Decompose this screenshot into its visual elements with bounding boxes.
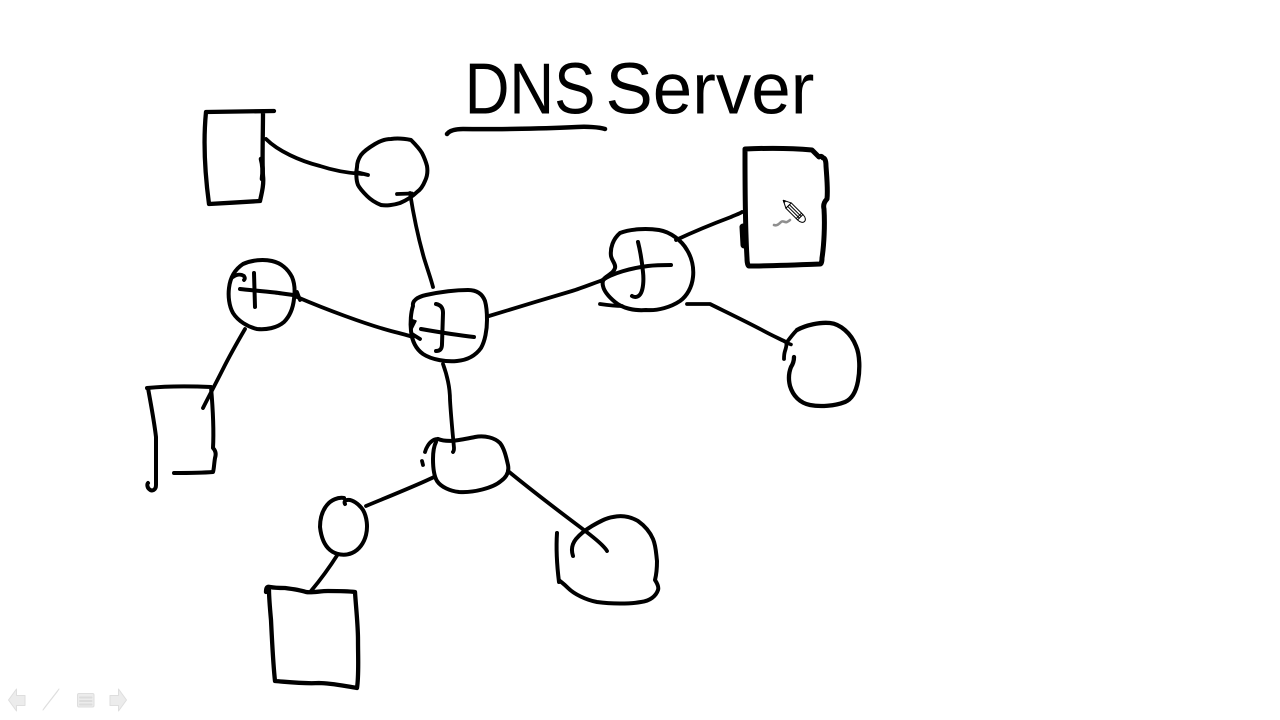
svg-text:DNS: DNS — [465, 49, 596, 129]
svg-text:Server: Server — [606, 49, 815, 130]
